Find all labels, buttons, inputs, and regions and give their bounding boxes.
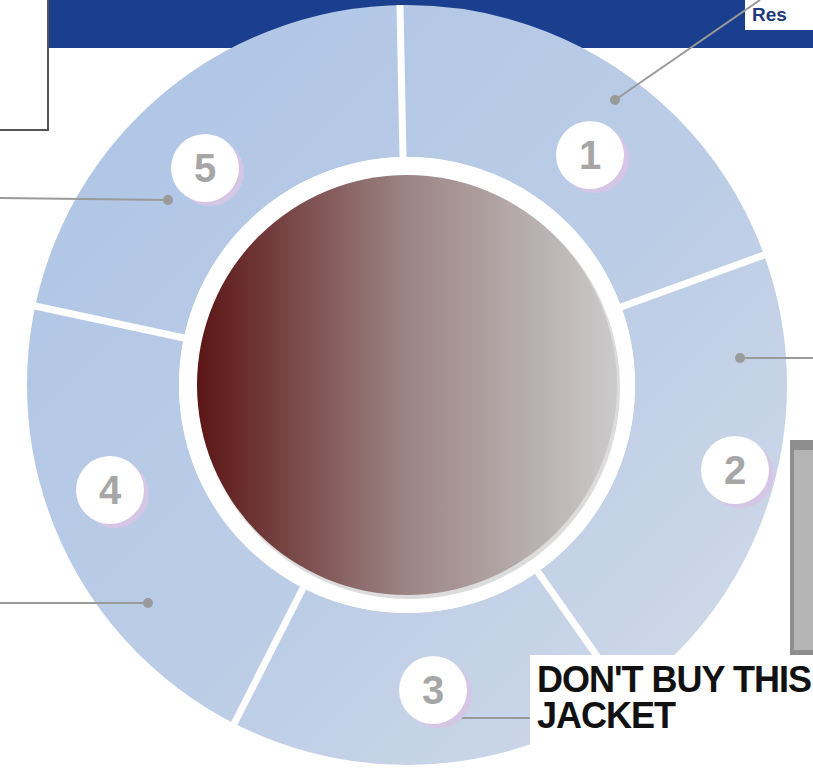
circle-face (701, 436, 769, 504)
callout-circle: 5 (171, 134, 239, 202)
segment-dividers (35, 5, 764, 724)
photo-detail (794, 450, 813, 650)
callout-circle: 2 (701, 436, 769, 504)
callout-number: 2 (724, 450, 746, 490)
title-fragment: Res (752, 4, 813, 26)
segment-ring (103, 81, 711, 689)
circle-face (76, 456, 144, 524)
photo-crop (790, 440, 813, 665)
callout-circle: 4 (76, 456, 144, 524)
circle-face (399, 656, 467, 724)
ring-gap (179, 157, 635, 613)
circle-face (171, 134, 239, 202)
callout-number: 3 (422, 670, 444, 710)
callout-number: 1 (579, 135, 601, 175)
leader-lines (0, 0, 813, 723)
ad-headline: DON'T BUY THIS JACKET (537, 662, 813, 734)
core-circle (197, 175, 617, 595)
callout-circle: 3 (399, 656, 467, 724)
callout-number: 5 (194, 148, 216, 188)
callout-circle: 1 (556, 121, 624, 189)
ad-panel (530, 655, 813, 769)
circle-face (556, 121, 624, 189)
callout-number: 4 (99, 470, 121, 510)
title-tab (745, 0, 813, 30)
corner-box (0, 0, 48, 130)
